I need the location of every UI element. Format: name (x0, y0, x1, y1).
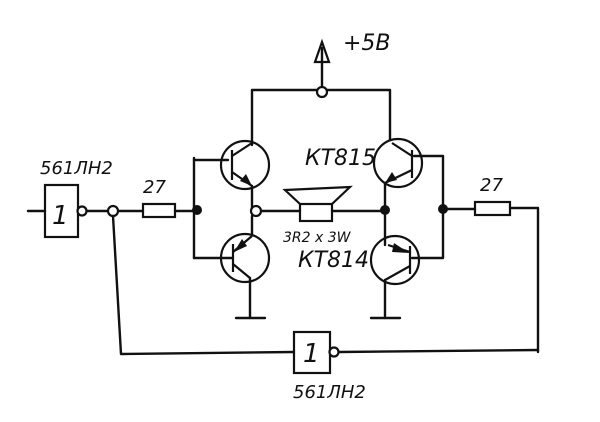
supply-rail (250, 88, 392, 147)
transistor-q1-npn (219, 139, 271, 191)
gate-left-inverter-bubble (76, 205, 88, 217)
node-left-output (249, 204, 263, 218)
transistor-q2-pnp (219, 232, 271, 284)
resistor-left (141, 202, 177, 219)
resistor-left-value: 27 (143, 177, 166, 198)
supply-node (315, 85, 329, 99)
speaker-icon (282, 185, 353, 223)
wire-gate-bottom-out (337, 348, 540, 354)
wire-right-base-bus (410, 154, 445, 260)
node-left-feedback (106, 204, 120, 218)
resistor-right (473, 200, 512, 217)
resistor-right-value: 27 (480, 175, 503, 196)
transistor-q4-pnp (369, 234, 421, 286)
supply-arrow-icon (313, 38, 331, 94)
wire-resistor-right-out (508, 206, 540, 354)
gate-bottom-inverter-bubble (328, 346, 340, 358)
supply-label: +5В (343, 31, 391, 56)
gate-left-symbol: 1 (52, 201, 69, 231)
node-right-output (380, 205, 390, 215)
transistor-q3-npn (372, 137, 424, 189)
gate-left: 1 (26, 183, 88, 239)
gate-bottom-symbol: 1 (303, 339, 320, 369)
pnp-transistor-label: КТ814 (298, 248, 369, 273)
npn-transistor-label: КТ815 (305, 146, 376, 171)
speaker-label: 3R2 x 3W (283, 230, 352, 246)
gate-bottom-part-label: 561ЛН2 (293, 382, 366, 403)
gate-left-part-label: 561ЛН2 (40, 158, 113, 179)
gate-bottom: 1 (292, 330, 340, 375)
wire-feedback-left (111, 214, 296, 356)
